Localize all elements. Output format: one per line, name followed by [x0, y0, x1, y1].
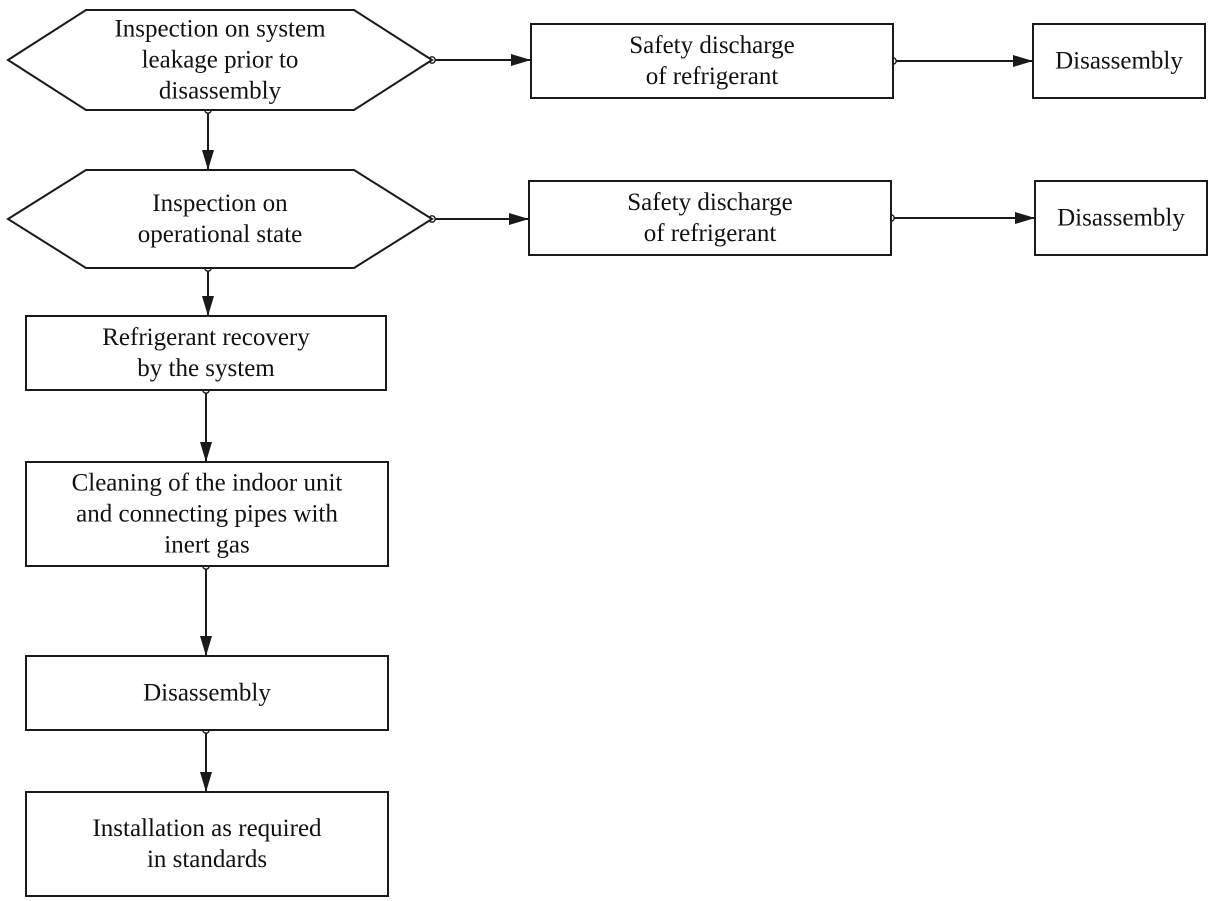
arrowhead-icon	[200, 442, 212, 462]
node-label-line: of refrigerant	[644, 220, 777, 247]
process-box	[25, 315, 387, 391]
connector-discharge-1-to-disassembly-1	[889, 55, 1033, 67]
node-leak-inspection: Inspection on system leakage prior to disa…	[6, 9, 434, 111]
connector-leak-inspection-to-discharge-1	[428, 54, 531, 66]
arrowhead-icon	[1013, 55, 1033, 67]
nodes-layer: Inspection on system leakage prior to disa…	[6, 9, 1208, 897]
connector-cleaning-to-disassembly-3	[200, 562, 212, 656]
node-label-line: Disassembly	[143, 680, 271, 707]
node-recovery: Refrigerant recovery by the system	[25, 315, 387, 391]
connector-discharge-2-to-disassembly-2	[887, 212, 1035, 224]
process-box	[25, 655, 389, 731]
process-box	[1032, 23, 1206, 99]
node-label-line: Refrigerant recovery	[102, 324, 310, 351]
node-cleaning: Cleaning of the indoor unit and connectin…	[25, 461, 389, 567]
arrowhead-icon	[511, 54, 531, 66]
process-box	[25, 461, 389, 567]
arrowhead-icon	[200, 636, 212, 656]
connector-operational-inspection-to-discharge-2	[428, 213, 529, 225]
node-label-line: Installation as required	[92, 815, 322, 842]
node-label-line: of refrigerant	[646, 63, 779, 90]
node-label-line: Disassembly	[1057, 205, 1185, 232]
node-label-line: disassembly	[159, 78, 282, 105]
arrowhead-icon	[200, 772, 212, 792]
node-label-line: in standards	[147, 846, 267, 873]
process-box	[1034, 180, 1208, 256]
node-label-line: Safety discharge	[627, 189, 792, 216]
process-box	[528, 180, 892, 256]
arrowhead-icon	[202, 150, 214, 170]
decision-hexagon	[6, 169, 434, 269]
arrowhead-icon	[202, 296, 214, 316]
node-discharge-2: Safety discharge of refrigerant	[528, 180, 892, 256]
node-disassembly-1: Disassembly	[1032, 23, 1206, 99]
node-label-line: operational state	[138, 221, 303, 248]
node-label-line: Inspection on	[152, 190, 288, 217]
process-box	[25, 791, 389, 897]
node-label-line: by the system	[137, 355, 275, 382]
node-label-line: and connecting pipes with	[76, 501, 338, 528]
connector-leak-inspection-to-operational-inspection	[202, 106, 214, 170]
node-label-line: leakage prior to	[142, 47, 299, 74]
node-operational-inspection: Inspection on operational state	[6, 169, 434, 269]
arrowhead-icon	[1015, 212, 1035, 224]
connector-operational-inspection-to-recovery	[202, 264, 214, 316]
node-label-line: Disassembly	[1055, 48, 1183, 75]
decision-hexagon	[6, 9, 434, 111]
node-label-line: Cleaning of the indoor unit	[72, 470, 343, 497]
node-discharge-1: Safety discharge of refrigerant	[530, 23, 894, 99]
connector-disassembly-3-to-installation	[200, 726, 212, 792]
node-disassembly-3: Disassembly	[25, 655, 389, 731]
node-label-line: Inspection on system	[114, 16, 326, 43]
node-label-line: Safety discharge	[629, 32, 794, 59]
node-label-line: inert gas	[164, 532, 249, 559]
node-installation: Installation as required in standards	[25, 791, 389, 897]
arrowhead-icon	[509, 213, 529, 225]
node-disassembly-2: Disassembly	[1034, 180, 1208, 256]
process-box	[530, 23, 894, 99]
connector-recovery-to-cleaning	[200, 386, 212, 462]
